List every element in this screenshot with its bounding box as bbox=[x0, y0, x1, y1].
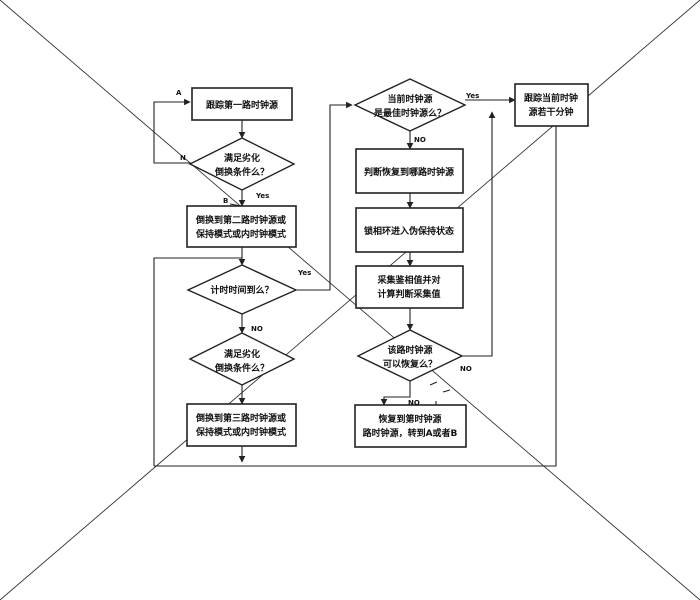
node-best-line2: 是最佳时钟源么？ bbox=[373, 107, 446, 119]
label-b: B bbox=[223, 197, 228, 205]
node-timer-text: 计时时间到么？ bbox=[210, 284, 273, 296]
node-sample bbox=[355, 265, 464, 309]
label-no-recover: NO bbox=[460, 365, 472, 373]
node-cond2 bbox=[188, 332, 296, 386]
node-switch-third bbox=[186, 403, 297, 447]
node-switch-second-line1: 倒换到第二路时钟源或 bbox=[195, 214, 286, 226]
label-yes-timer: Yes bbox=[297, 269, 311, 277]
node-track-first-text: 跟踪第一路时钟源 bbox=[206, 99, 278, 111]
node-recover bbox=[356, 329, 464, 382]
node-switch-third-line1: 倒换到第三路时钟源或 bbox=[195, 412, 286, 424]
node-recover-line1: 该路时钟源 bbox=[387, 344, 432, 356]
label-no-restore: NO bbox=[408, 399, 420, 407]
tick-1 bbox=[429, 381, 438, 386]
node-recover-line2: 可以恢复么？ bbox=[383, 358, 437, 370]
edge-recover-up bbox=[462, 111, 496, 357]
node-cond1-line1: 满足劣化 bbox=[224, 152, 260, 164]
node-restore-line2: 路时钟源，转到A或者B bbox=[363, 427, 458, 439]
node-sample-line1: 采集鉴相值并对 bbox=[376, 274, 440, 286]
node-cond2-line1: 满足劣化 bbox=[224, 348, 260, 360]
node-best bbox=[353, 78, 467, 132]
label-a: A bbox=[176, 89, 182, 97]
node-judge bbox=[355, 148, 464, 194]
node-restore-line1: 恢复到第时钟源 bbox=[378, 413, 441, 425]
node-sample-line2: 计算判断采集值 bbox=[377, 288, 440, 300]
label-yes-best: Yes bbox=[465, 92, 479, 100]
edge-timer-yes bbox=[296, 101, 353, 291]
node-judge-text: 判断恢复到哪路时钟源 bbox=[364, 166, 454, 178]
node-switch-third-line2: 保持模式或内时钟模式 bbox=[195, 426, 286, 438]
tick-2 bbox=[442, 389, 451, 393]
label-no-timer: NO bbox=[251, 325, 263, 333]
edge-cond1-no-loop bbox=[153, 98, 196, 164]
edge-left-return bbox=[153, 257, 242, 466]
node-pll bbox=[355, 207, 464, 253]
node-cond1-line2: 倒换条件么？ bbox=[214, 166, 269, 178]
node-track-current-line1: 跟踪当前时钟 bbox=[524, 92, 578, 104]
label-yes-cond1: Yes bbox=[255, 192, 269, 200]
node-restore bbox=[354, 404, 467, 448]
edge-bottom-loop bbox=[154, 126, 557, 467]
node-cond1 bbox=[188, 137, 296, 191]
node-pll-text: 锁相环进入伪保持状态 bbox=[364, 225, 454, 237]
node-switch-second-line2: 保持模式或内时钟模式 bbox=[195, 228, 286, 240]
edge-recover-no bbox=[380, 381, 411, 406]
node-track-first bbox=[191, 87, 293, 121]
node-timer bbox=[186, 264, 298, 315]
node-best-line1: 当前时钟源 bbox=[387, 93, 432, 105]
node-cond2-line2: 倒换条件么？ bbox=[214, 362, 269, 374]
node-switch-second bbox=[186, 205, 297, 248]
label-no-best: NO bbox=[414, 136, 426, 144]
node-track-current-line2: 源若干分钟 bbox=[528, 106, 573, 118]
label-n1: N bbox=[180, 154, 186, 162]
node-track-current bbox=[514, 83, 589, 127]
